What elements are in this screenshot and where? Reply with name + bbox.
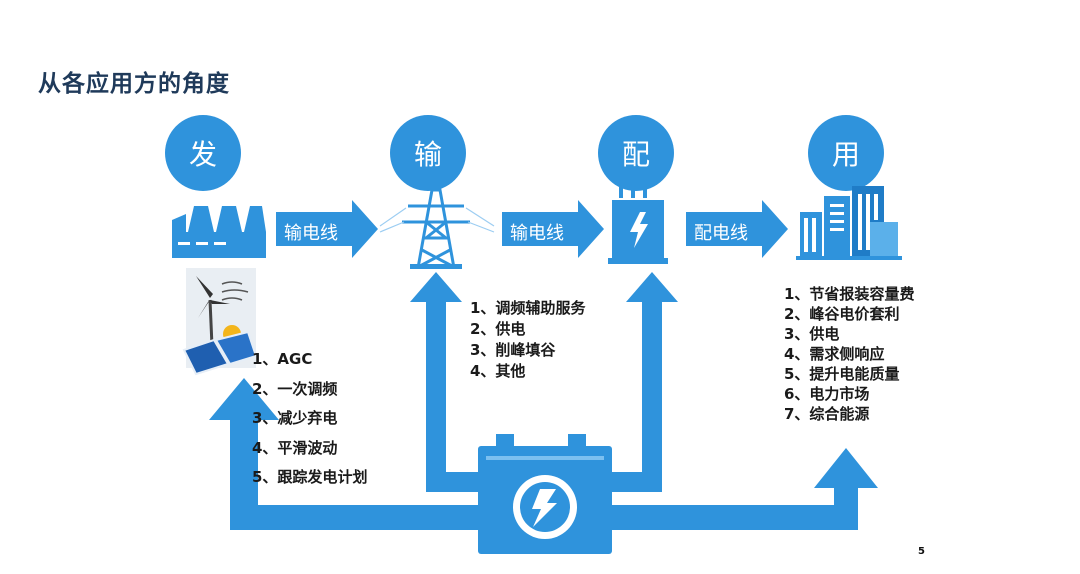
- stage-distribution: 配: [598, 115, 674, 191]
- stage-generation: 发: [165, 115, 241, 191]
- list-item: 2、一次调频: [252, 379, 338, 398]
- connector-label-dist-use: 配电线: [694, 223, 748, 244]
- list-item: 2、供电: [470, 320, 526, 338]
- generation-app-list: 1、AGC 2、一次调频 3、减少弃电 4、平滑波动 5、跟踪发电计划: [252, 345, 367, 493]
- list-item: 5、跟踪发电计划: [252, 468, 368, 486]
- arrow-storage-to-consumption: [612, 448, 878, 530]
- page-number: 5: [918, 546, 925, 557]
- page-title: 从各应用方的角度: [38, 71, 230, 97]
- list-item: 3、削峰填谷: [470, 341, 556, 359]
- connector-label-gen-trans: 输电线: [284, 223, 338, 244]
- city-buildings-icon: [796, 186, 902, 260]
- power-plant-icon: [172, 206, 266, 258]
- list-item: 1、调频辅助服务: [470, 299, 586, 317]
- list-item: 1、AGC: [252, 350, 313, 368]
- transmission-tower-icon: [379, 188, 495, 269]
- grid-app-list: 1、调频辅助服务 2、供电 3、削峰填谷 4、其他: [470, 298, 585, 382]
- stage-transmission: 输: [390, 115, 466, 191]
- list-item: 4、其他: [470, 362, 526, 380]
- list-item: 1、节省报装容量费: [784, 285, 915, 303]
- connector-label-trans-dist: 输电线: [510, 223, 564, 244]
- list-item: 6、电力市场: [784, 385, 870, 403]
- list-item: 7、综合能源: [784, 405, 870, 423]
- list-item: 5、提升电能质量: [784, 365, 900, 383]
- arrow-trans-to-dist: [502, 200, 604, 258]
- arrow-storage-to-generation: [209, 378, 478, 530]
- list-item: 3、减少弃电: [252, 409, 338, 427]
- list-item: 2、峰谷电价套利: [784, 305, 900, 323]
- arrow-storage-to-distribution: [612, 272, 678, 492]
- transformer-icon: [608, 186, 668, 264]
- wind-solar-icon: [182, 268, 258, 376]
- battery-storage-icon: [478, 434, 612, 554]
- list-item: 3、供电: [784, 325, 840, 343]
- arrow-storage-to-transmission: [410, 272, 478, 492]
- user-app-list: 1、节省报装容量费 2、峰谷电价套利 3、供电 4、需求侧响应 5、提升电能质量…: [784, 284, 914, 424]
- arrow-dist-to-use: [686, 200, 788, 258]
- list-item: 4、需求侧响应: [784, 345, 885, 363]
- stage-consumption: 用: [808, 115, 884, 191]
- arrow-gen-to-trans: [276, 200, 378, 258]
- list-item: 4、平滑波动: [252, 438, 338, 457]
